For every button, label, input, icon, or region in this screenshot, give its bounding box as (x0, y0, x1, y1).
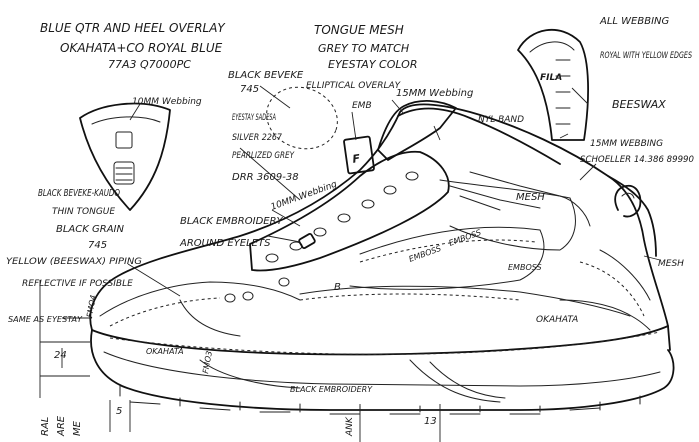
dim-24: 24 (54, 350, 67, 361)
dim-13: 13 (424, 416, 437, 427)
reflective-note: REFLECTIVE IF POSSIBLE (22, 279, 133, 289)
tongue-logo-tag (343, 135, 375, 175)
heel-counter (607, 175, 657, 257)
schoeller-note: SCHOELLER 14.386 89990 (580, 155, 694, 165)
mark-anc: ANK (345, 416, 355, 437)
emboss-c-note: EMBOSS (508, 263, 542, 272)
okahata-note: OKAHATA+CO ROYAL BLUE (60, 41, 223, 55)
thin-tongue-note: THIN TONGUE (52, 207, 115, 217)
beeswax-note: BEESWAX (612, 98, 666, 111)
elliptical-overlay (266, 86, 338, 150)
fmo3-note: FMO3 (201, 350, 214, 374)
code-note: 77A3 Q7000PC (108, 58, 191, 71)
okahata-heel-note: OKAHATA (536, 315, 578, 325)
outsole (90, 329, 675, 411)
mesh-toe-note: MESH (658, 259, 684, 269)
corner-ral: RAL (40, 417, 51, 436)
drr-note: DRR 3609-38 (232, 172, 299, 183)
shoe-drawing: F (89, 100, 675, 415)
grey-match-note: GREY TO MATCH (318, 42, 409, 55)
eyestay-sadesa-note: EYESTAY SADESA (232, 113, 276, 123)
eyestay-color-note: EYESTAY COLOR (328, 58, 417, 71)
collar-band (397, 107, 561, 165)
upper-outline (89, 103, 669, 331)
black-grain-note: BLACK GRAIN (56, 224, 124, 235)
side-overlay-mid (349, 226, 545, 290)
pearlized-note: PEARLIZED GREY (232, 151, 295, 161)
around-eyelets-note: AROUND EYELETS (179, 238, 271, 249)
num-745-top: 745 (240, 84, 259, 95)
svg-text:FILA: FILA (540, 73, 562, 83)
leader-lines (39, 85, 661, 398)
okahata-small-note: OKAHATA (146, 347, 184, 356)
side-overlay-low (299, 285, 631, 317)
mesh-right-note: MESH (516, 192, 545, 203)
black-beveke-top-note: BLACK BEVEKE (228, 70, 304, 81)
all-webbing-note: ALL WEBBING (599, 16, 670, 27)
num-745-left: 745 (88, 240, 107, 251)
pull-tab (614, 184, 642, 218)
corner-me: ME (72, 420, 83, 436)
black-embroidery-note: BLACK EMBROIDERY (180, 216, 284, 227)
tongue-detail (79, 102, 171, 211)
emb-note: EMB (352, 101, 372, 111)
svg-text:F: F (352, 152, 362, 166)
same-as-eyestay-note: SAME AS EYESTAY (8, 315, 83, 324)
silver-note: SILVER 2267 (232, 133, 282, 143)
tongue (377, 100, 457, 161)
side-overlay-top (439, 179, 576, 251)
corner-are: ARE (56, 415, 67, 437)
webbing-15-top-note: 15MM Webbing (396, 88, 473, 99)
dim-5: 5 (116, 406, 122, 417)
black-beveke-kaudo-note: BLACK BEVEKE-KAUDO (38, 188, 120, 199)
webbing-loop (298, 233, 316, 249)
webbing-10-left-note: 10MM Webbing (132, 97, 202, 107)
webbing-15-right-note: 15MM WEBBING (590, 139, 663, 149)
toe-cap (99, 281, 301, 317)
tongue-mesh-note: TONGUE MESH (314, 23, 404, 37)
dim-b: B (334, 282, 341, 293)
black-embroidery-low-note: BLACK EMBROIDERY (290, 385, 373, 394)
royal-yellow-note: ROYAL WITH YELLOW EDGES (600, 51, 692, 61)
fmo4-note: FMO4 (85, 294, 98, 318)
nyl-band-note: NYL BAND (478, 115, 524, 125)
eyestay (249, 150, 450, 272)
qtr-overlay-note: BLUE QTR AND HEEL OVERLAY (40, 21, 226, 35)
yellow-piping-note: YELLOW (BEESWAX) PIPING (6, 257, 142, 267)
elliptical-note: ELLIPTICAL OVERLAY (306, 81, 402, 91)
webbing-detail: FILA (517, 28, 589, 141)
